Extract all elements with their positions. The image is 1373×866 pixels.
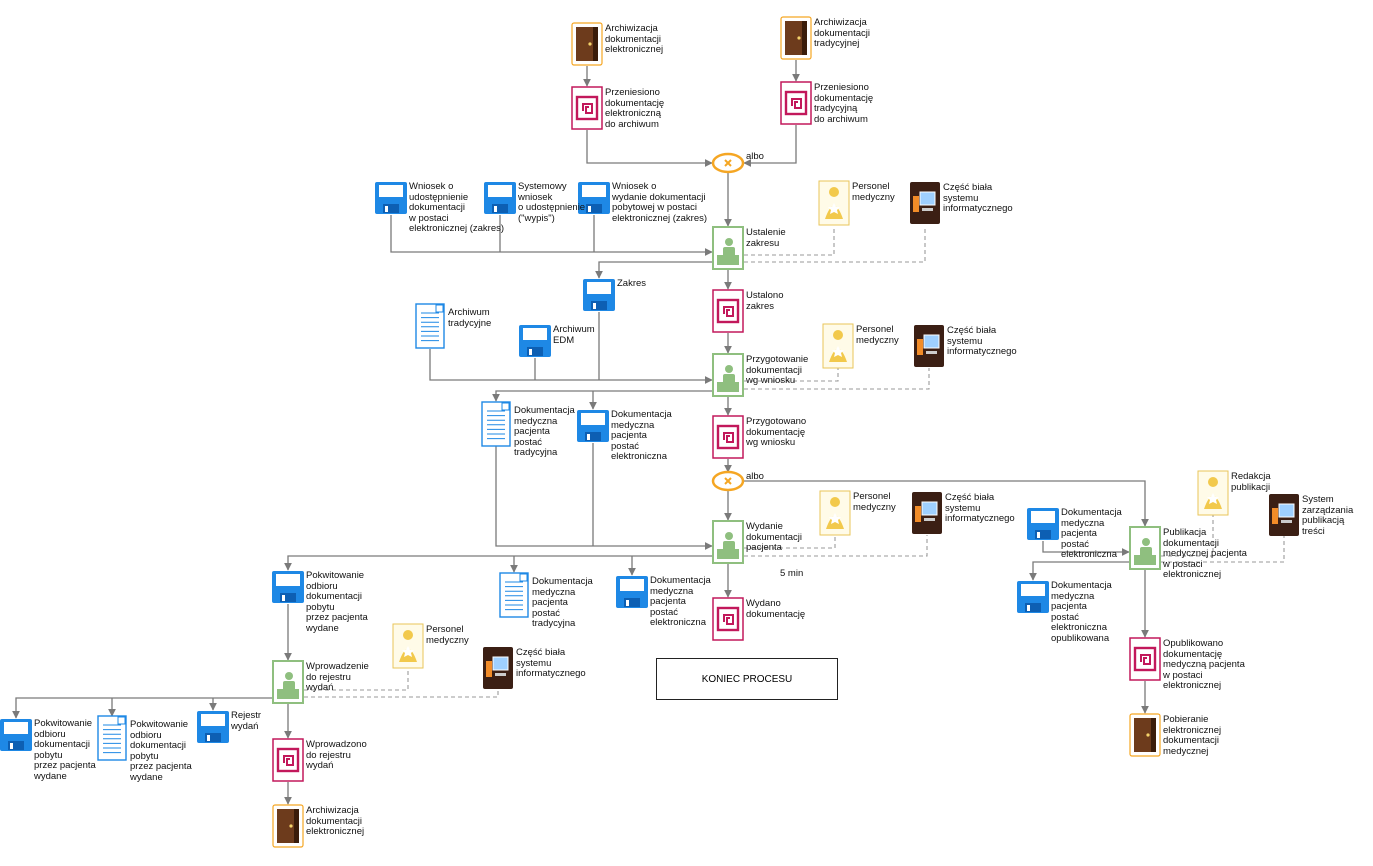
process-p2-icon (712, 353, 744, 397)
node-label: Archiwum tradycyjne (448, 307, 492, 329)
floppy-f7-icon (272, 571, 304, 603)
paper-r3-icon (499, 572, 529, 618)
node-label: Dokumentacja medyczna pacjenta postać el… (1061, 507, 1122, 560)
node-label: Przygotowanie dokumentacji wg wniosku (746, 354, 809, 386)
node-label: Publikacja dokumentacji medycznej pacjen… (1163, 527, 1247, 580)
floppy-f10-icon (197, 711, 229, 743)
xor-gateway-mid (711, 470, 745, 492)
node-label: Opublikowano dokumentację medyczną pacje… (1163, 638, 1245, 691)
node-label: Archiwizacja dokumentacji elektronicznej (605, 23, 664, 55)
node-label: Część biała systemu informatycznego (945, 492, 1015, 524)
node-label: Wprowadzono do rejestru wydań (306, 739, 367, 771)
node-label: Część biała systemu informatycznego (947, 325, 1017, 357)
node-label: Dokumentacja medyczna pacjenta postać el… (1051, 580, 1112, 644)
event-e4-icon (712, 415, 744, 459)
node-label: Dokumentacja medyczna pacjenta postać tr… (532, 576, 593, 629)
node-label: Wprowadzenie do rejestru wydań (306, 661, 369, 693)
system-s1-icon (910, 182, 940, 224)
floppy-f8-icon (616, 576, 648, 608)
floppy-f2-icon (484, 182, 516, 214)
person-pe3-icon (819, 490, 851, 536)
floppy-f5-icon (519, 325, 551, 357)
floppy-f4-icon (583, 279, 615, 311)
event-e1-icon (571, 86, 603, 130)
node-label: Pobieranie elektronicznej dokumentacji m… (1163, 714, 1222, 757)
node-label: Pokwitowanie odbioru dokumentacji pobytu… (130, 719, 192, 783)
node-label: Pokwitowanie odbioru dokumentacji pobytu… (34, 718, 96, 782)
node-label: Przygotowano dokumentację wg wniosku (746, 416, 807, 448)
paper-r4-icon (97, 715, 127, 761)
node-label: Redakcja publikacji (1231, 471, 1271, 493)
node-label: Personel medyczny (856, 324, 899, 346)
door-d3-icon (272, 804, 304, 848)
xor-gateway-top (711, 152, 745, 174)
system-s5-icon (1269, 494, 1299, 536)
node-label: Archiwizacja dokumentacji elektronicznej (306, 805, 365, 837)
floppy-f11-icon (1027, 508, 1059, 540)
node-label: Personel medyczny (852, 181, 895, 203)
node-label: Dokumentacja medyczna pacjenta postać el… (611, 409, 672, 462)
node-label: Personel medyczny (853, 491, 896, 513)
node-label: Dokumentacja medyczna pacjenta postać el… (650, 575, 711, 628)
person-pe5-icon (1197, 470, 1229, 516)
event-e6-icon (272, 738, 304, 782)
event-e3-icon (712, 289, 744, 333)
node-label: Ustalono zakres (746, 290, 784, 312)
node-label: Część biała systemu informatycznego (516, 647, 586, 679)
process-p3-icon (712, 520, 744, 564)
end-process-box: KONIEC PROCESU (656, 658, 838, 700)
node-label: Wydanie dokumentacji pacjenta (746, 521, 802, 553)
node-label: Archiwum EDM (553, 324, 595, 346)
node-label: System zarządzania publikacją treści (1302, 494, 1354, 537)
person-pe2-icon (822, 323, 854, 369)
process-p1-icon (712, 226, 744, 270)
node-label: Wniosek o udostępnienie dokumentacji w p… (409, 181, 505, 234)
node-label: Zakres (617, 278, 647, 289)
floppy-f1-icon (375, 182, 407, 214)
node-label: Pokwitowanie odbioru dokumentacji pobytu… (306, 570, 368, 634)
event-e7-icon (1129, 637, 1161, 681)
floppy-f9-icon (0, 719, 32, 751)
event-e5-icon (712, 597, 744, 641)
node-label: Personel medyczny (426, 624, 469, 646)
node-label: Wniosek o wydanie dokumentacji pobytowej… (612, 181, 708, 224)
floppy-f6-icon (577, 410, 609, 442)
floppy-f3-icon (578, 182, 610, 214)
event-e2-icon (780, 81, 812, 125)
door-d2-icon (780, 16, 812, 60)
person-pe4-icon (392, 623, 424, 669)
system-s2-icon (914, 325, 944, 367)
process-p5-icon (1129, 526, 1161, 570)
paper-r1-icon (415, 303, 445, 349)
node-label: Część biała systemu informatycznego (943, 182, 1013, 214)
node-label: Wydano dokumentację (746, 598, 806, 620)
system-s4-icon (483, 647, 513, 689)
gateway-label-mid: albo (746, 471, 764, 482)
paper-r2-icon (481, 401, 511, 447)
system-s3-icon (912, 492, 942, 534)
gateway-label-top: albo (746, 151, 764, 162)
node-label: Archiwizacja dokumentacji tradycyjnej (814, 17, 870, 49)
node-label: Rejestr wydań (231, 710, 262, 732)
node-label: Przeniesiono dokumentację elektroniczną … (605, 87, 665, 130)
node-label: Ustalenie zakresu (746, 227, 786, 249)
duration-label: 5 min (780, 568, 804, 579)
door-d4-icon (1129, 713, 1161, 757)
door-d1-icon (571, 22, 603, 66)
process-p4-icon (272, 660, 304, 704)
node-label: Systemowy wniosek o udostępnienie ("wypi… (518, 181, 586, 224)
node-label: Przeniesiono dokumentację tradycyjną do … (814, 82, 874, 125)
person-pe1-icon (818, 180, 850, 226)
floppy-f12-icon (1017, 581, 1049, 613)
node-label: Dokumentacja medyczna pacjenta postać tr… (514, 405, 575, 458)
